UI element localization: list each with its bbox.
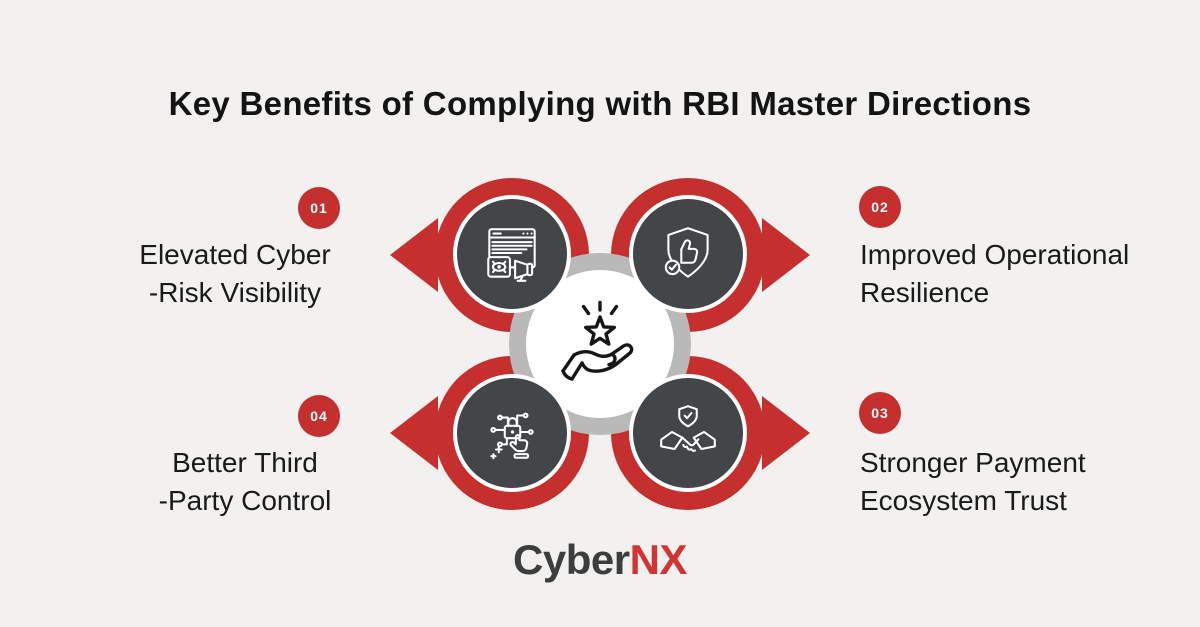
logo-text-nx: NX — [629, 536, 688, 583]
petal-arrow-top-right — [762, 218, 810, 292]
benefit-label-01-line1: Elevated Cyber — [139, 239, 331, 270]
shield-thumbs-up-icon — [655, 221, 721, 287]
page-title: Key Benefits of Complying with RBI Maste… — [168, 85, 1032, 123]
window-eye-megaphone-icon — [479, 221, 545, 287]
benefit-label-02: Improved Operational Resilience — [860, 236, 1190, 312]
petal-arrow-bottom-right — [762, 396, 810, 470]
badge-04: 04 — [298, 395, 340, 437]
network-lock-pointer-icon — [479, 400, 545, 466]
badge-01: 01 — [298, 187, 340, 229]
benefit-label-03-line2: Ecosystem Trust — [860, 485, 1067, 516]
cybernx-logo: CyberNX — [0, 536, 1200, 584]
badge-02: 02 — [859, 186, 901, 228]
logo-text-cyber: Cyber — [513, 536, 630, 583]
handshake-shield-icon — [655, 400, 721, 466]
benefit-label-01: Elevated Cyber -Risk Visibility — [95, 236, 375, 312]
petal-arrow-bottom-left — [390, 396, 438, 470]
benefit-label-03-line1: Stronger Payment — [860, 447, 1086, 478]
benefit-circle-top-right — [629, 195, 747, 313]
badge-03: 03 — [859, 392, 901, 434]
benefit-label-04-line2: -Party Control — [158, 485, 332, 516]
hand-holding-star-icon — [548, 292, 652, 396]
benefit-label-04-line1: Better Third — [172, 447, 318, 478]
benefit-circle-top-left — [453, 195, 571, 313]
benefit-circle-bottom-right — [629, 374, 747, 492]
benefit-label-01-line2: -Risk Visibility — [148, 277, 322, 308]
benefit-circle-bottom-left — [453, 374, 571, 492]
benefit-label-02-line1: Improved Operational — [860, 239, 1130, 270]
benefit-label-04: Better Third -Party Control — [100, 444, 390, 520]
petal-arrow-top-left — [390, 218, 438, 292]
benefit-label-02-line2: Resilience — [860, 277, 990, 308]
benefit-label-03: Stronger Payment Ecosystem Trust — [860, 444, 1190, 520]
